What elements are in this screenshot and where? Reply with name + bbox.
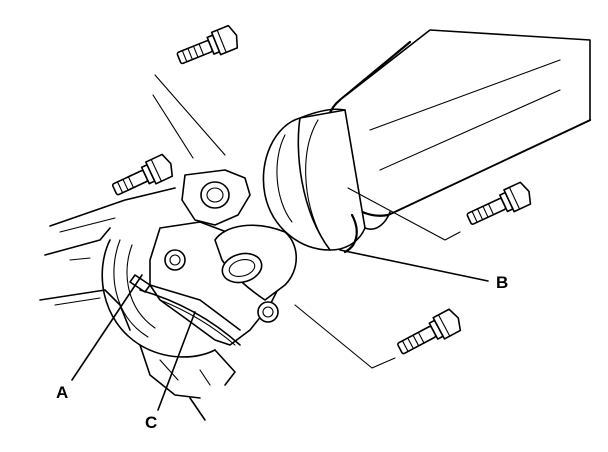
cv-joint-boot bbox=[262, 108, 391, 254]
label-c: C bbox=[145, 413, 157, 432]
bolt-left bbox=[111, 153, 174, 196]
pointer-b bbox=[339, 249, 489, 282]
assembly-leader-lines bbox=[152, 74, 461, 369]
label-b: B bbox=[496, 273, 508, 292]
bolt-top bbox=[176, 24, 239, 65]
pointer-a bbox=[71, 274, 143, 381]
callout-pointers bbox=[71, 249, 489, 411]
label-a: A bbox=[56, 383, 68, 402]
bolt-right bbox=[466, 181, 532, 225]
transmission-housing bbox=[39, 187, 236, 421]
bolt-bottom bbox=[397, 308, 462, 355]
drive-shaft-tube bbox=[321, 29, 592, 217]
pointer-c bbox=[157, 311, 196, 411]
flange-yoke bbox=[129, 169, 297, 346]
